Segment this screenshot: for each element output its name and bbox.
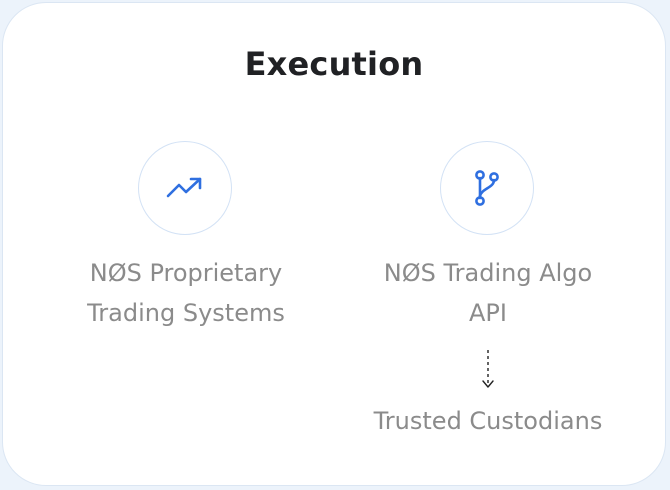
proprietary-systems-icon-circle — [138, 141, 232, 235]
trending-up-icon — [165, 174, 205, 202]
algo-api-label: NØS Trading Algo API — [383, 259, 593, 327]
algo-api-icon-circle — [440, 141, 534, 235]
card-title: Execution — [244, 45, 424, 83]
dotted-arrow-down-icon — [479, 349, 497, 391]
git-branch-icon — [472, 168, 502, 208]
trusted-custodians-label: Trusted Custodians — [373, 407, 603, 435]
proprietary-systems-label: NØS Proprietary Trading Systems — [87, 259, 285, 327]
execution-card: Execution NØS Proprietary Trading System… — [2, 2, 666, 486]
